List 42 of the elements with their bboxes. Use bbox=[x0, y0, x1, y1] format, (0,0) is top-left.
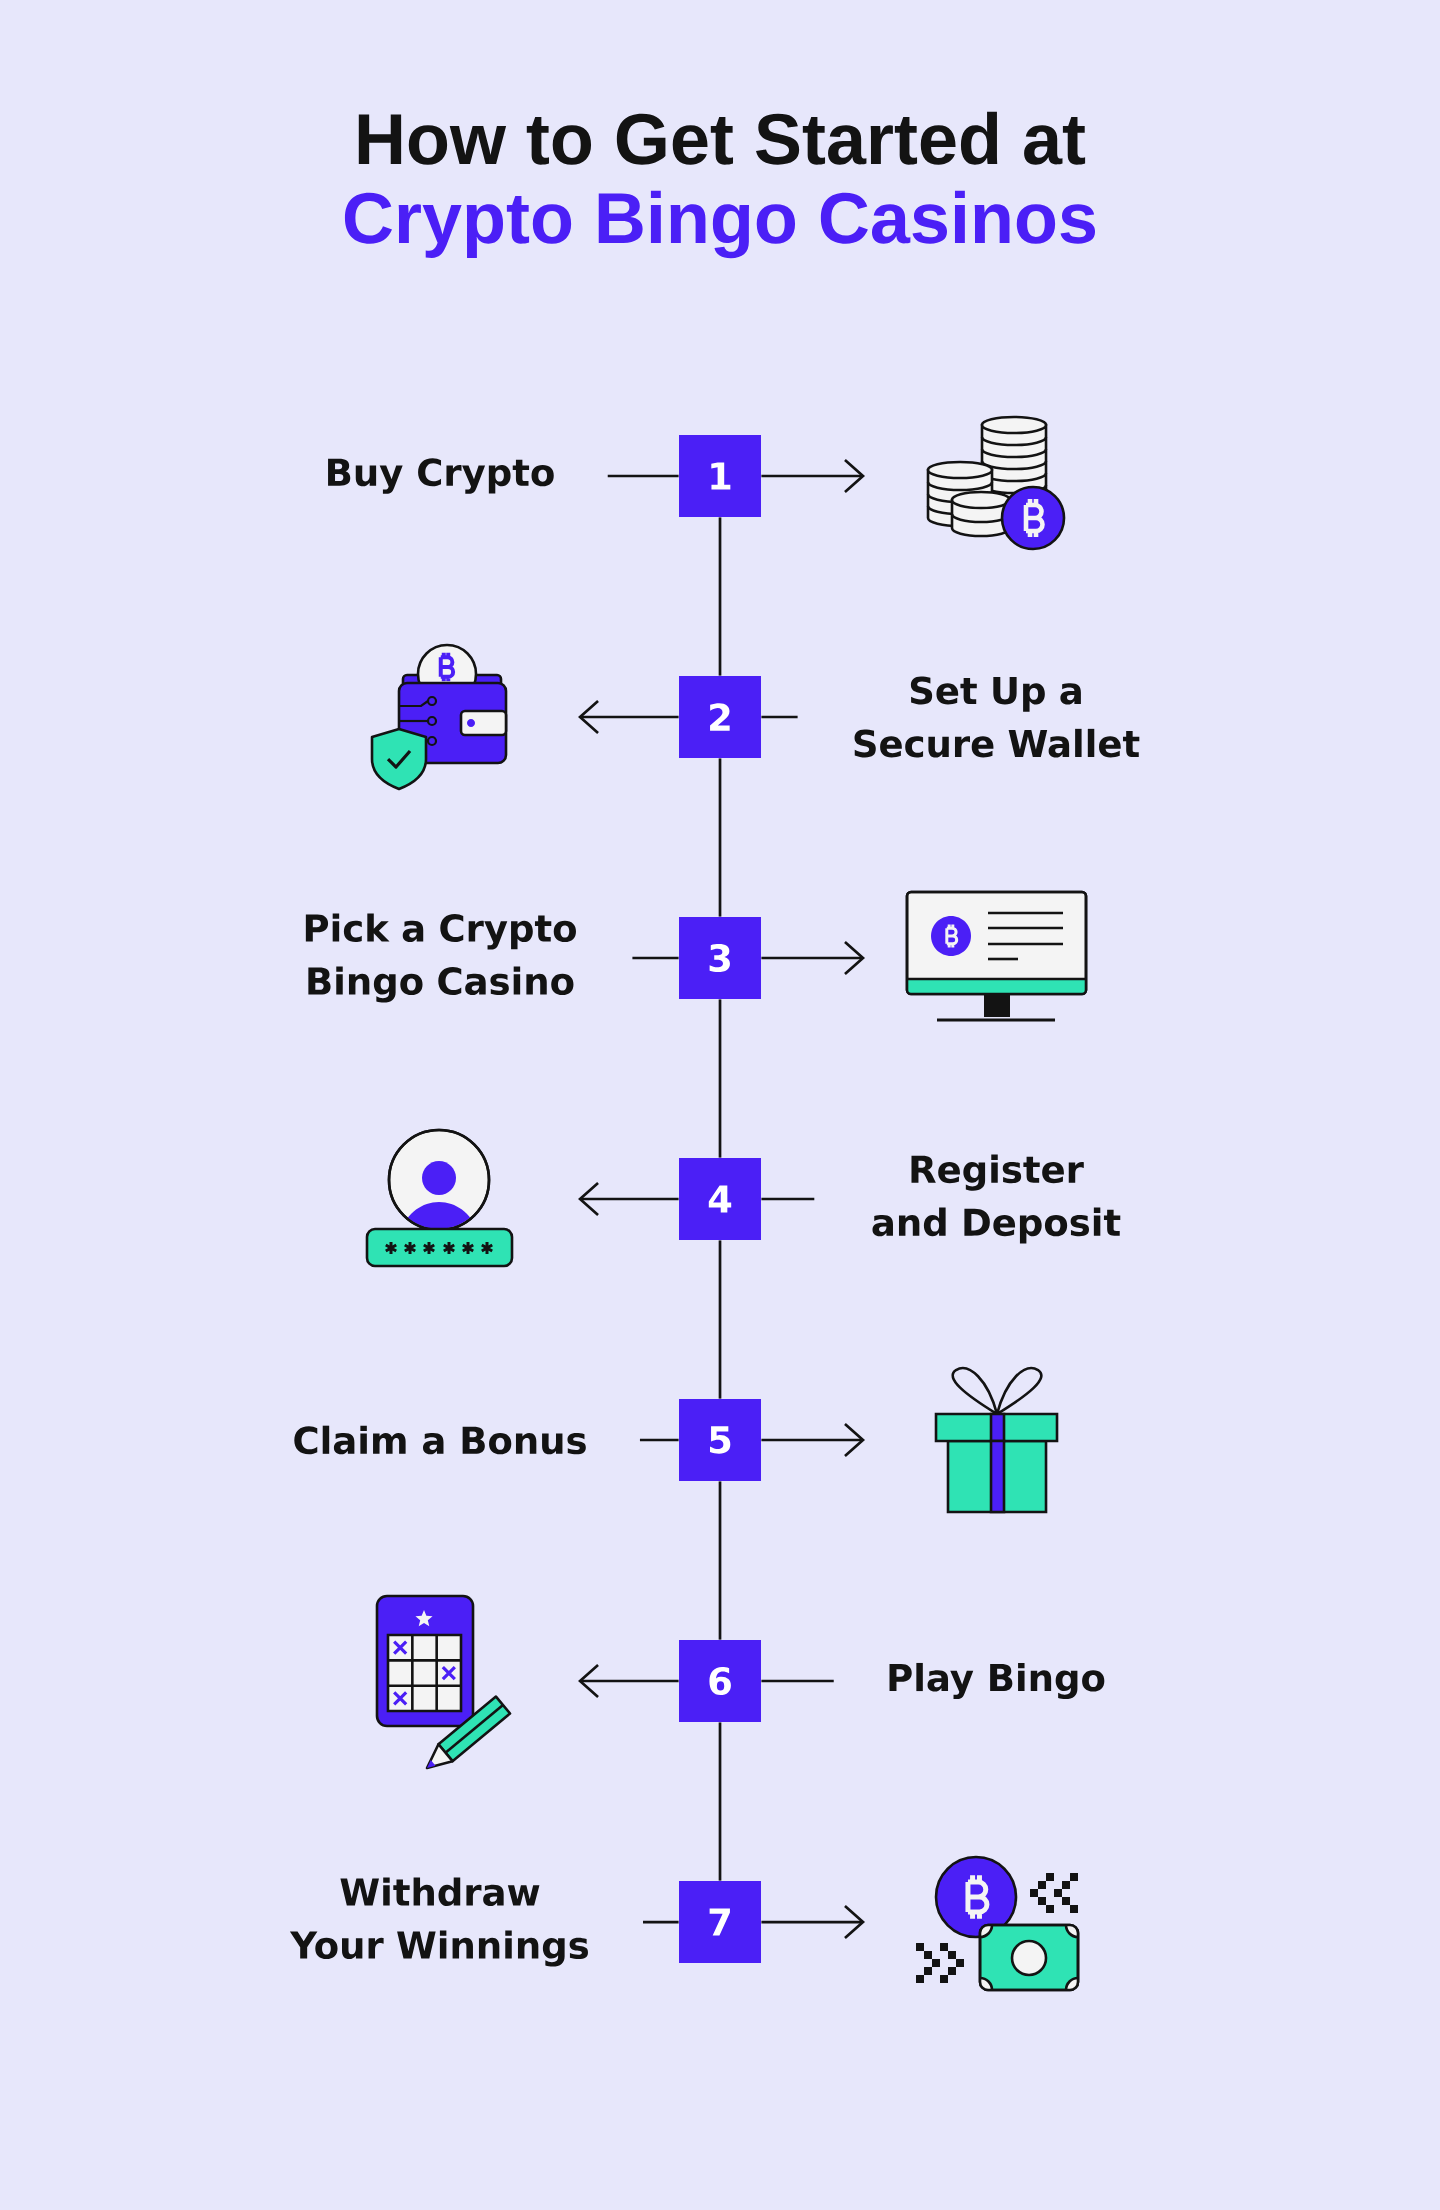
step-label: Pick a Crypto Bingo Casino bbox=[305, 913, 576, 1003]
connector-line bbox=[643, 1920, 679, 1924]
connector-line bbox=[632, 956, 679, 960]
arrow bbox=[761, 1423, 865, 1458]
step-number-box: 1 bbox=[679, 435, 761, 517]
connector-line bbox=[639, 1438, 679, 1442]
arrow bbox=[761, 459, 865, 493]
connector-line bbox=[761, 1679, 834, 1683]
coin-banknote-icon bbox=[916, 1855, 1080, 1992]
connector-line bbox=[718, 517, 722, 676]
step-label: Claim a Bonus bbox=[294, 1425, 586, 1455]
arrow bbox=[578, 700, 679, 734]
arrow bbox=[578, 1664, 679, 1699]
wallet-icon bbox=[370, 643, 508, 791]
step-number-box: 4 bbox=[679, 1158, 761, 1240]
connector-line bbox=[718, 1240, 722, 1399]
connector-line bbox=[607, 474, 679, 478]
user-account-icon bbox=[365, 1128, 514, 1268]
arrow bbox=[578, 1182, 679, 1217]
connector-line bbox=[718, 1722, 722, 1881]
step-label: Register and Deposit bbox=[872, 1154, 1121, 1244]
connector-line bbox=[761, 715, 798, 719]
title: How to Get Started at Crypto Bingo Casinos bbox=[344, 111, 1096, 259]
step-label: Buy Crypto bbox=[328, 458, 554, 494]
arrow bbox=[761, 1905, 865, 1940]
connector-line bbox=[718, 1481, 722, 1640]
step-label: Set Up a Secure Wallet bbox=[854, 676, 1140, 758]
step-number-box: 3 bbox=[679, 917, 761, 999]
connector-line bbox=[718, 999, 722, 1158]
arrow bbox=[761, 941, 865, 976]
bingo-card-icon bbox=[375, 1594, 512, 1770]
connector-line bbox=[718, 758, 722, 917]
step-label: Withdraw Your Winnings bbox=[289, 1877, 588, 1967]
step-label: Play Bingo bbox=[889, 1662, 1105, 1700]
step-number-box: 7 bbox=[679, 1881, 761, 1963]
connector-line bbox=[761, 1197, 815, 1201]
coin-stack-icon bbox=[926, 415, 1066, 551]
step-number-box: 2 bbox=[679, 676, 761, 758]
monitor-icon bbox=[905, 890, 1088, 1022]
gift-icon bbox=[934, 1366, 1059, 1514]
step-number-box: 6 bbox=[679, 1640, 761, 1722]
step-number-box: 5 bbox=[679, 1399, 761, 1481]
